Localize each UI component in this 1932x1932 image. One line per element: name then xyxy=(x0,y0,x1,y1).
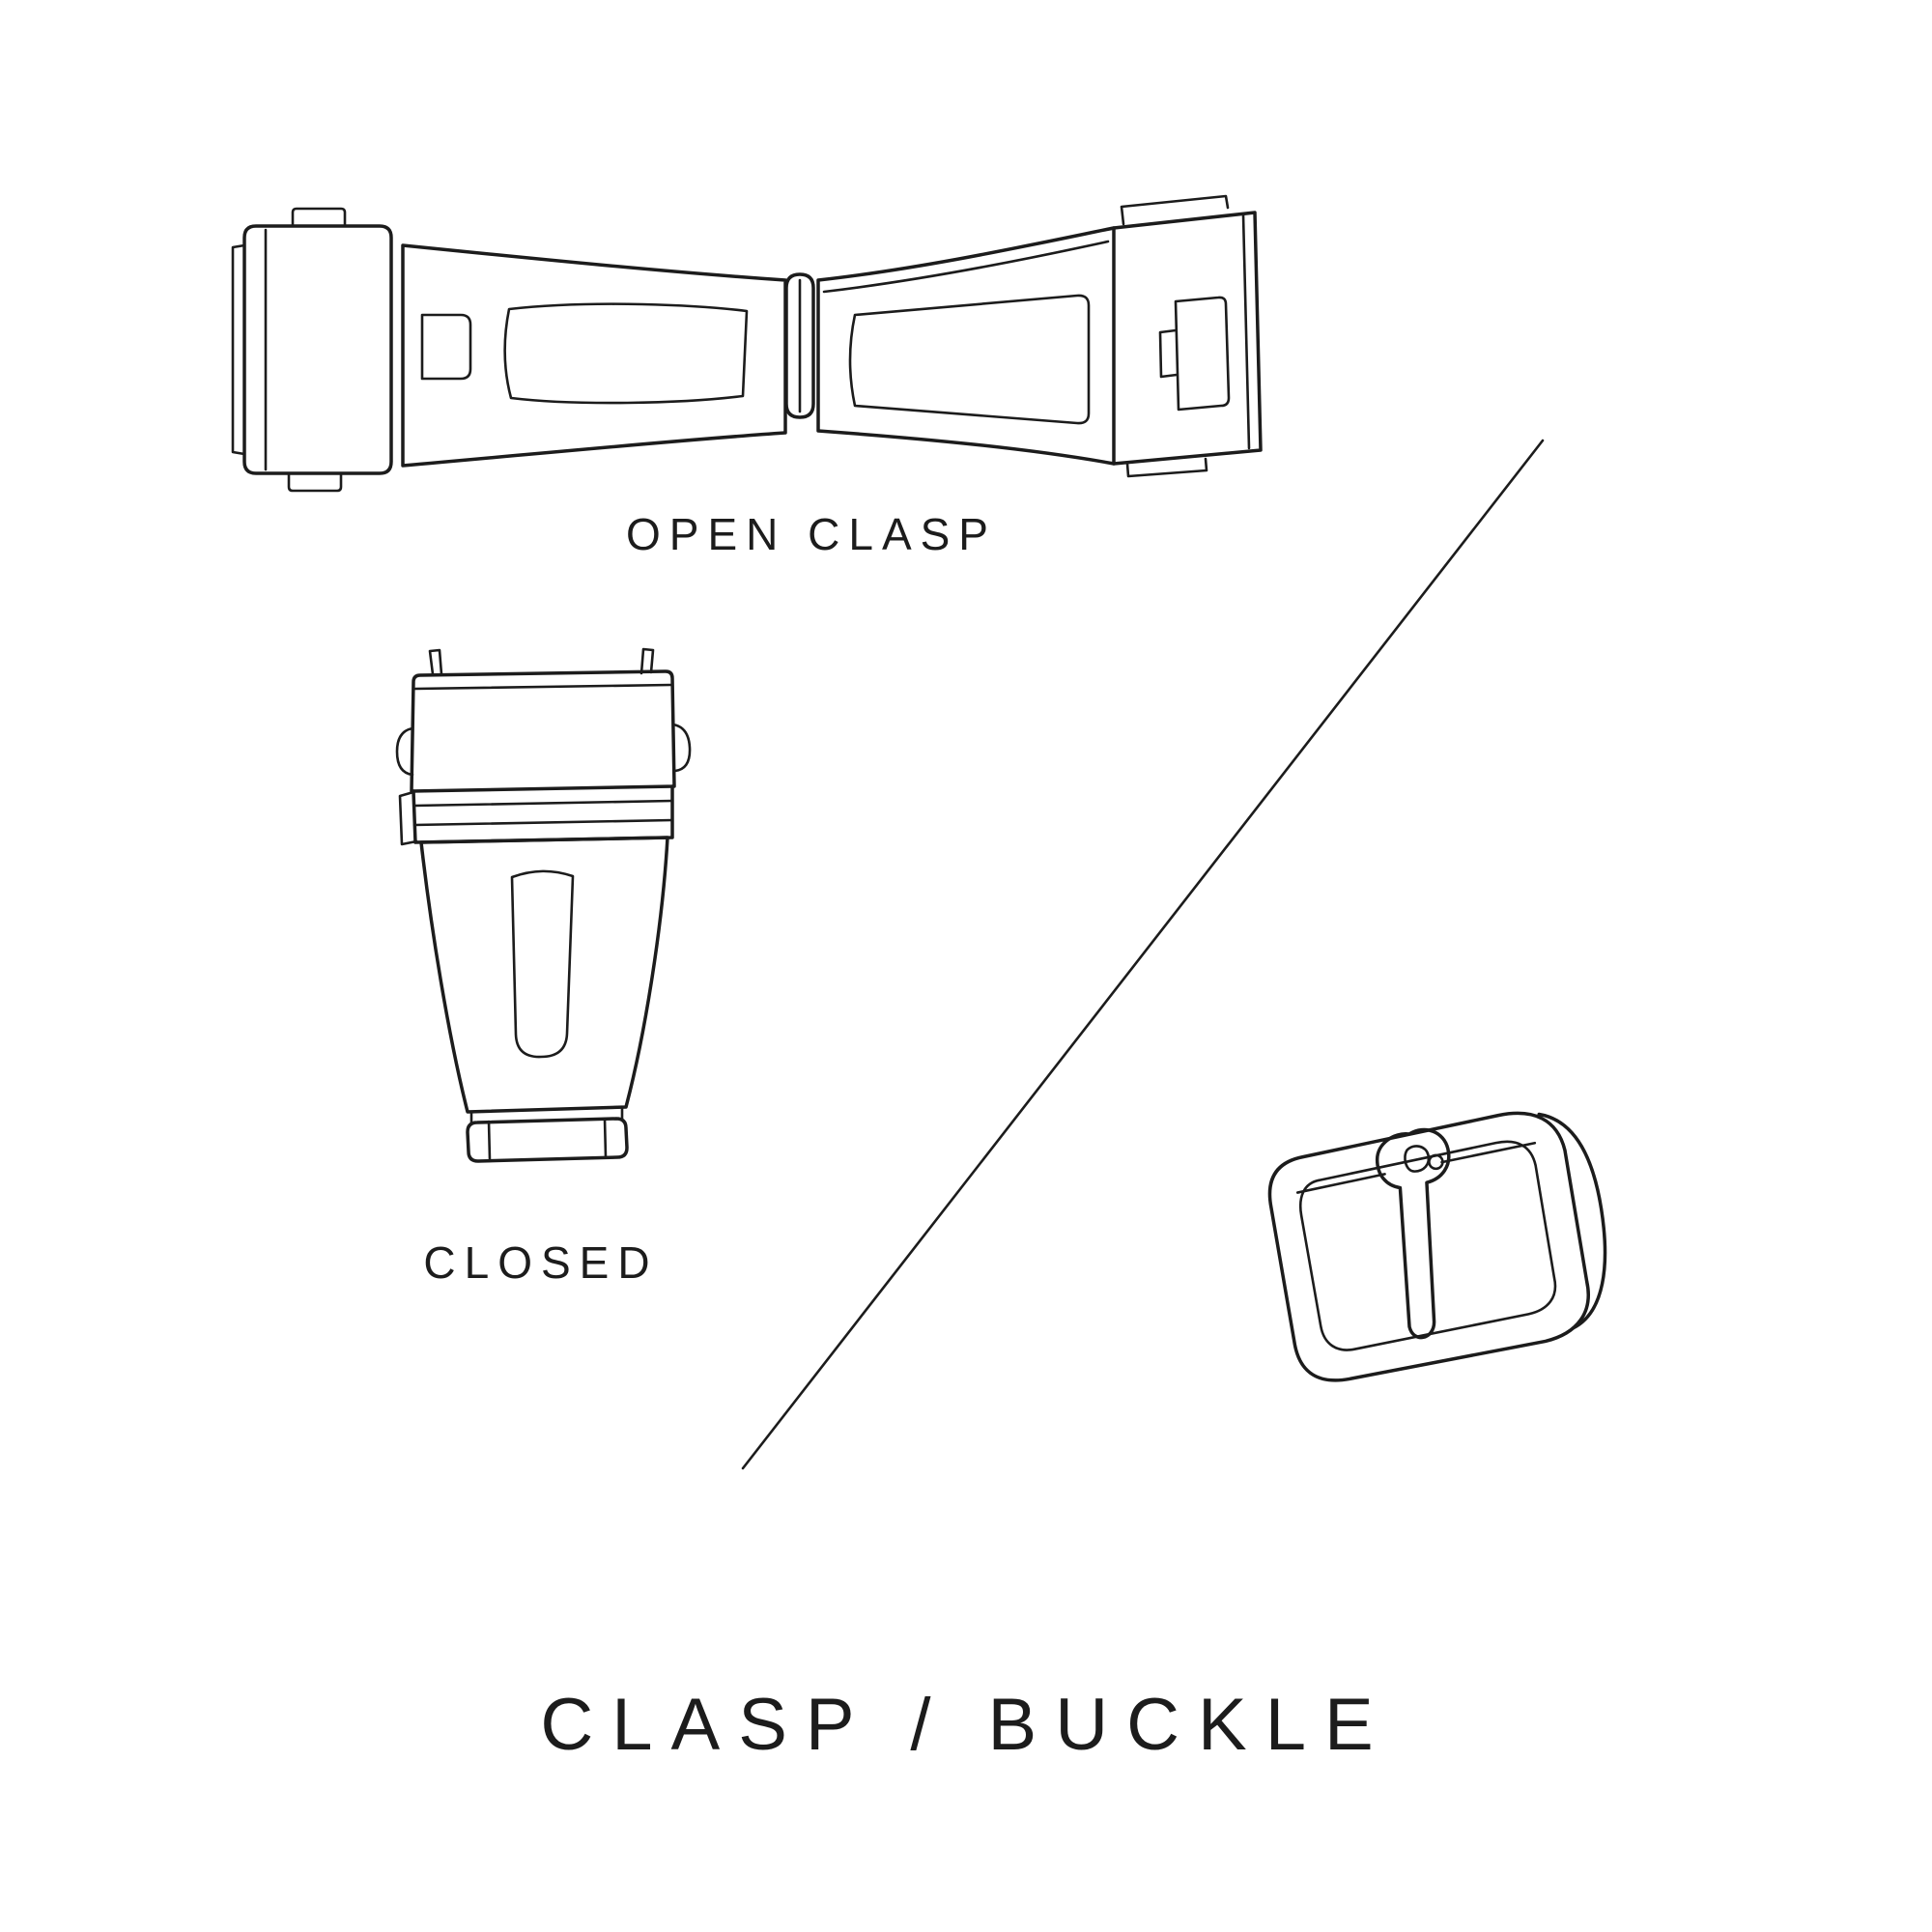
closed-clasp-prongs xyxy=(428,647,655,676)
open-clasp-illustration xyxy=(231,194,1263,493)
open-clasp-left-cover xyxy=(231,207,393,493)
open-clasp-center-hinge xyxy=(784,272,815,419)
closed-clasp-band xyxy=(398,784,674,846)
open-clasp-end-link xyxy=(1112,194,1263,478)
closed-clasp-cover xyxy=(395,669,692,793)
open-clasp-right-arm xyxy=(816,226,1116,466)
closed-clasp-label: CLOSED xyxy=(423,1237,659,1288)
open-clasp-label: OPEN CLASP xyxy=(626,509,997,559)
open-clasp-left-arm xyxy=(401,243,787,468)
closed-clasp-body xyxy=(419,836,669,1114)
closed-clasp-illustration xyxy=(395,647,692,1163)
closed-clasp-foot xyxy=(466,1105,629,1163)
diagram-title: CLASP / BUCKLE xyxy=(540,1684,1392,1766)
tang-buckle-illustration xyxy=(1267,1111,1607,1382)
buckle-frame xyxy=(1267,1111,1607,1382)
buckle-prong xyxy=(1375,1127,1451,1340)
diagonal-divider-line xyxy=(741,439,1545,1470)
